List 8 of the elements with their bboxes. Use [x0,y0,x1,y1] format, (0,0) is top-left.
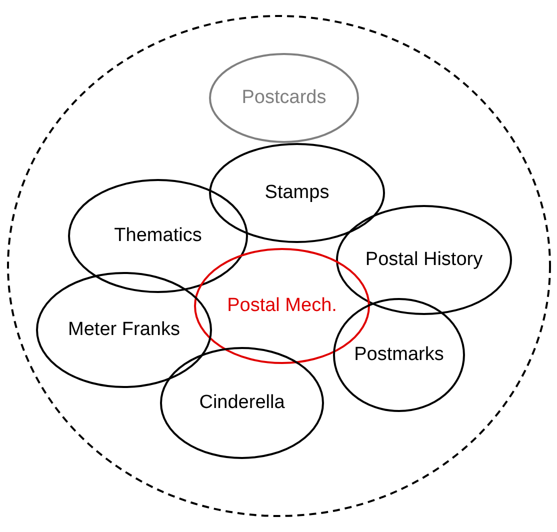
ellipse-label: Postcards [242,87,326,109]
ellipse-label: Postmarks [354,344,444,366]
ellipse-label: Stamps [264,182,330,204]
ellipse-label: Postal Mech. [227,295,337,317]
ellipse-label: Postal History [365,249,483,271]
ellipse-label: Cinderella [199,392,285,414]
ellipse-label: Meter Franks [68,319,180,341]
ellipse-label: Thematics [114,225,202,247]
